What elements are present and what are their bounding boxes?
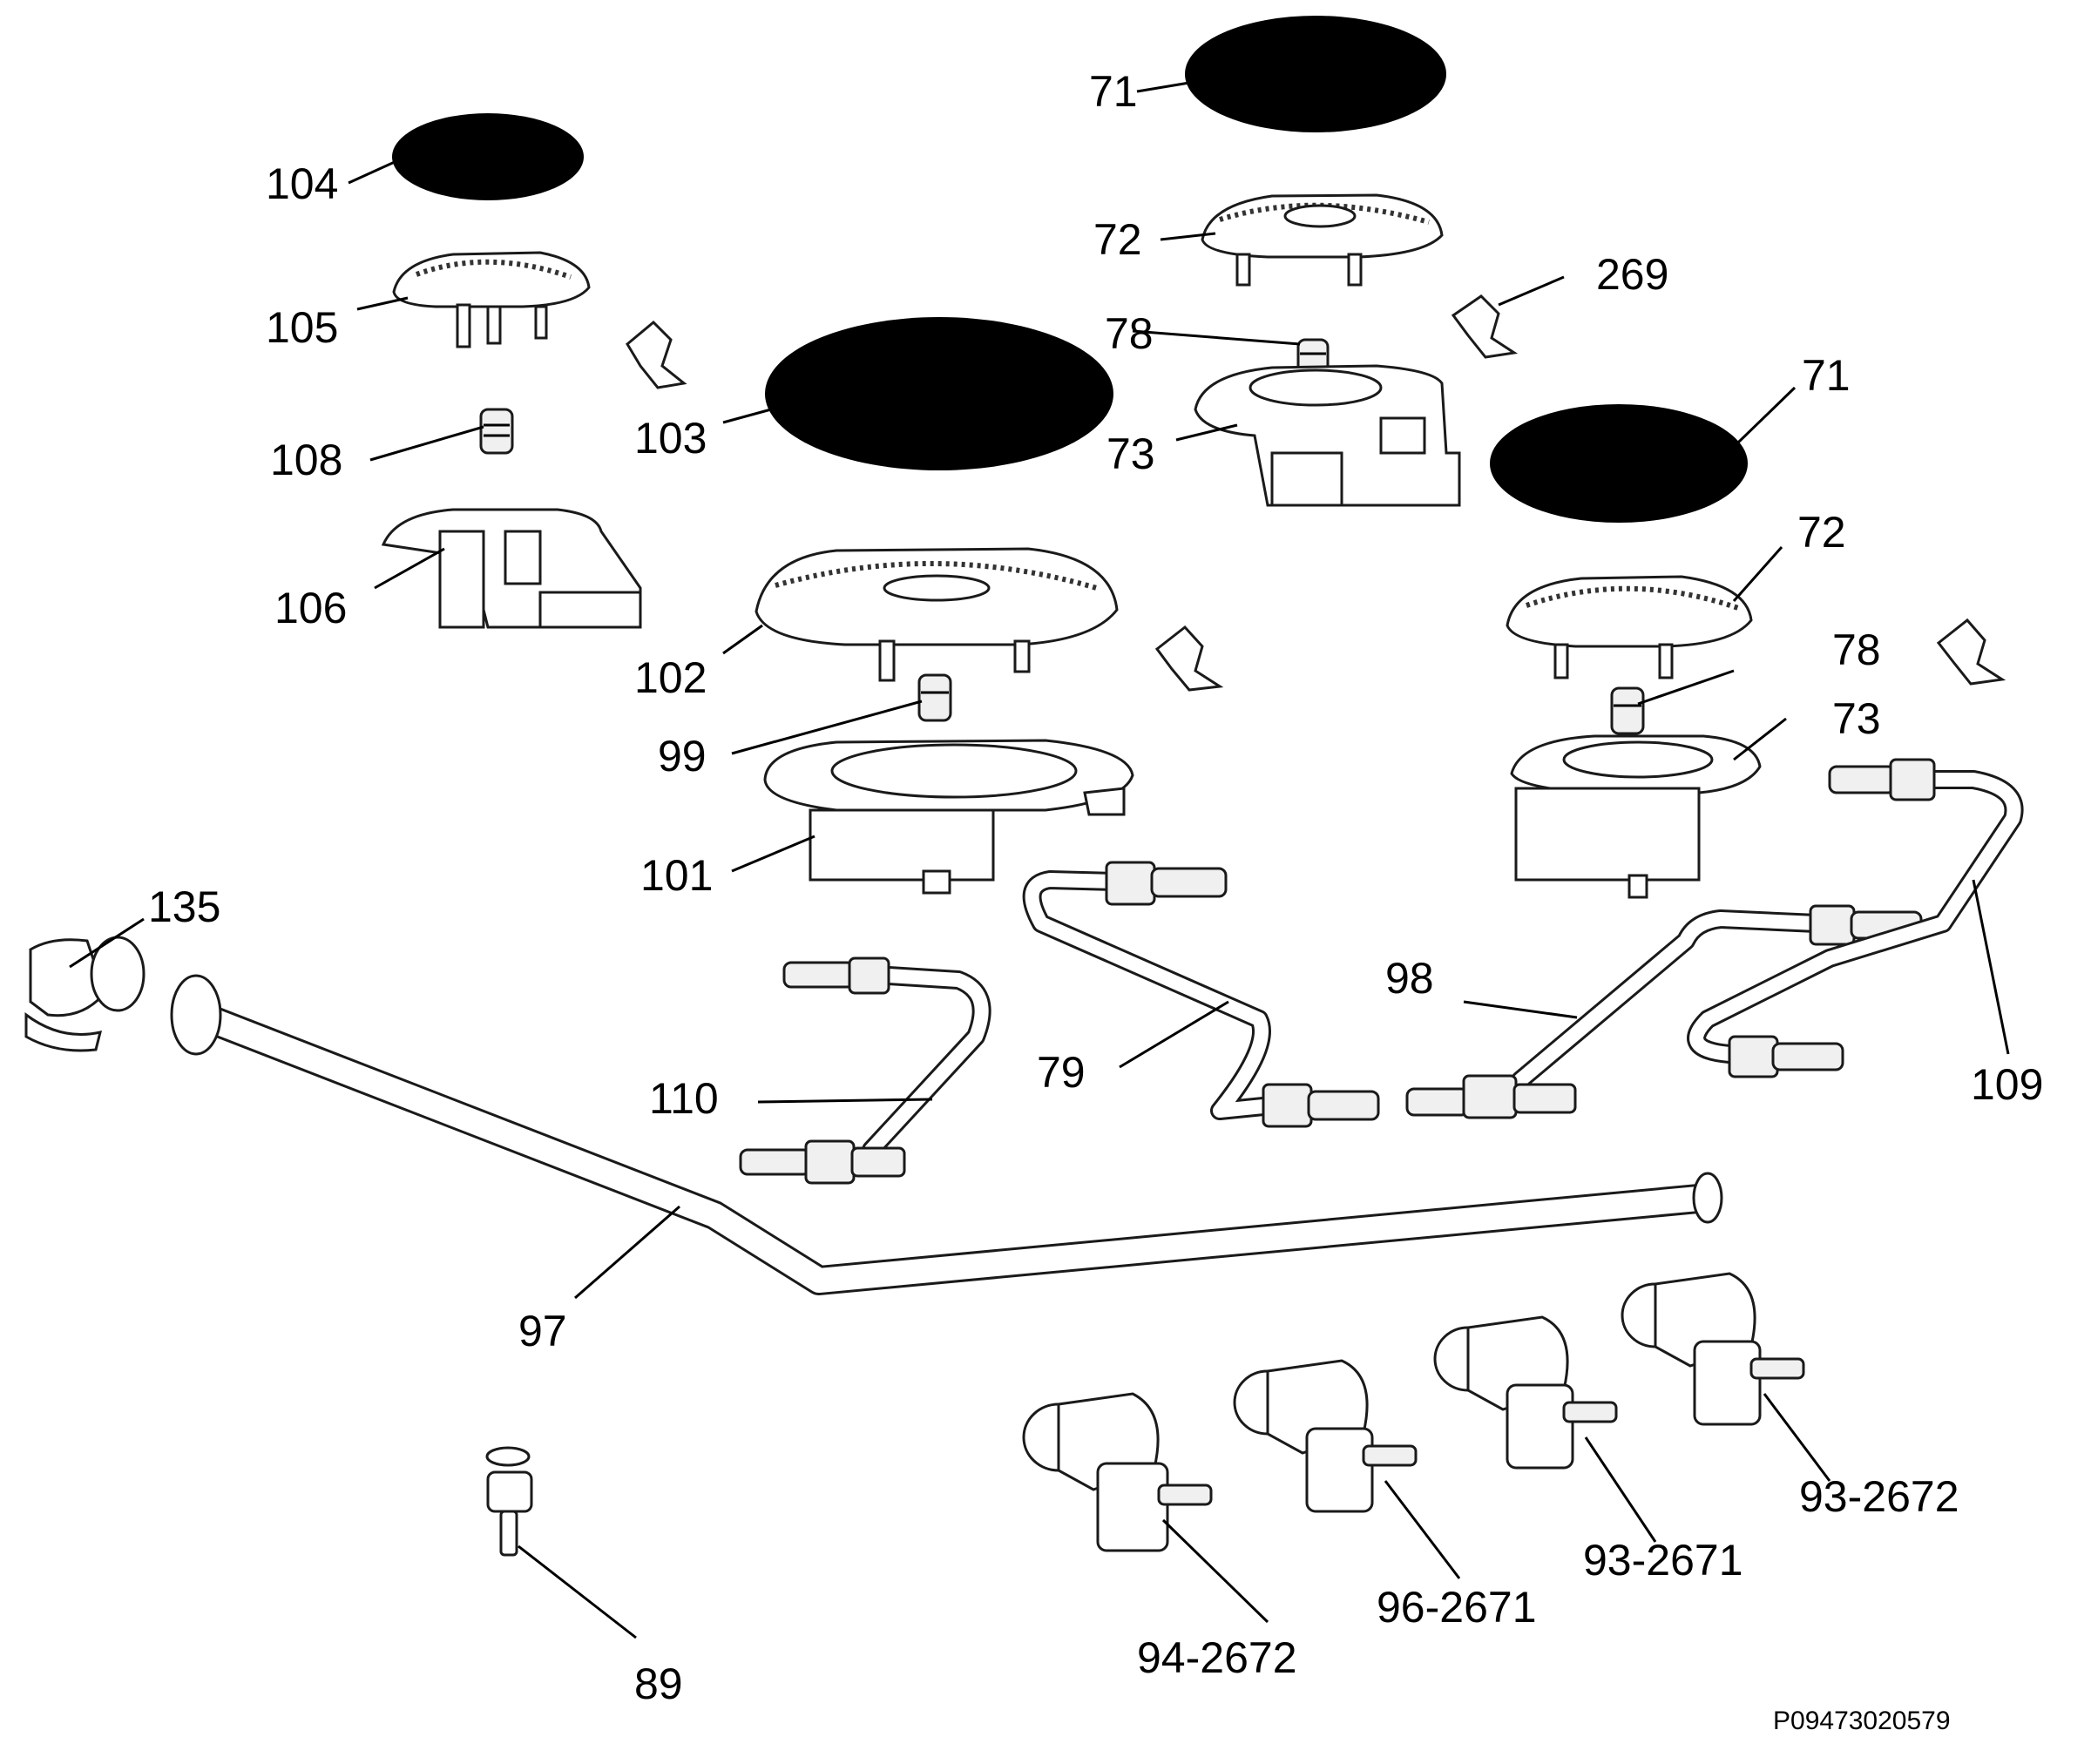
gas-pipe-110 [739,956,991,1185]
label-99: 99 [658,732,707,781]
gas-valve-93-2671 [1433,1315,1618,1470]
label-97: 97 [518,1307,567,1355]
label-98: 98 [1385,954,1434,1003]
label-78: 78 [1832,625,1881,674]
burner-body-73-top [1194,364,1461,507]
label-94-2672: 94-2672 [1137,1633,1297,1682]
label-71: 71 [1089,67,1138,116]
gas-valve-93-2672 [1621,1272,1805,1426]
clip-part-center [1154,625,1224,692]
label-103: 103 [634,414,707,463]
injector-99 [917,673,952,722]
label-105: 105 [266,303,338,352]
leader-lines [69,81,2010,1639]
label-73: 73 [1106,429,1155,478]
clip-part-269 [1451,294,1519,359]
label-79: 79 [1037,1048,1086,1097]
burner-cap-104 [392,113,584,200]
injector-78-right [1610,686,1645,735]
injector-108 [479,408,514,455]
gas-manifold-97 [170,974,1723,1295]
label-72: 72 [1093,215,1142,264]
gas-pipe-109 [1687,758,2024,1078]
label-104: 104 [266,159,338,208]
label-72: 72 [1797,508,1846,557]
burner-body-106 [381,508,642,629]
label-102: 102 [634,653,707,702]
label-73: 73 [1832,694,1881,743]
burner-cap-71-top [1185,16,1446,132]
burner-body-73-right [1510,734,1762,899]
gas-pipe-98 [1405,904,1923,1119]
burner-crown-105 [392,251,591,348]
label-93-2671: 93-2671 [1583,1536,1743,1585]
burner-body-101 [763,739,1134,895]
label-89: 89 [634,1659,683,1708]
label-269: 269 [1596,250,1668,299]
label-110: 110 [649,1074,719,1123]
burner-crown-102 [755,547,1119,682]
label-96-2671: 96-2671 [1377,1583,1537,1632]
burner-cap-103 [765,317,1113,470]
gas-valve-96-2671 [1233,1359,1418,1513]
burner-crown-72-top [1201,193,1444,287]
label-71: 71 [1802,351,1851,400]
label-78: 78 [1105,309,1154,358]
clip-part-left [626,320,687,389]
label-135: 135 [148,882,220,931]
drawing-code: P09473020579 [1773,1707,1951,1735]
label-109: 109 [1971,1060,2043,1109]
burner-cap-71-right [1490,404,1748,523]
clip-part-right [1936,618,2006,686]
elbow-fitting-135 [24,936,145,1052]
label-108: 108 [270,436,342,484]
gas-valve-94-2672 [1022,1392,1213,1552]
burner-crown-72-right [1506,575,1753,679]
gas-pipe-79 [1022,861,1380,1128]
label-101: 101 [640,851,713,900]
fitting-89 [485,1446,533,1557]
label-93-2672: 93-2672 [1799,1472,1959,1521]
label-106: 106 [274,584,347,632]
